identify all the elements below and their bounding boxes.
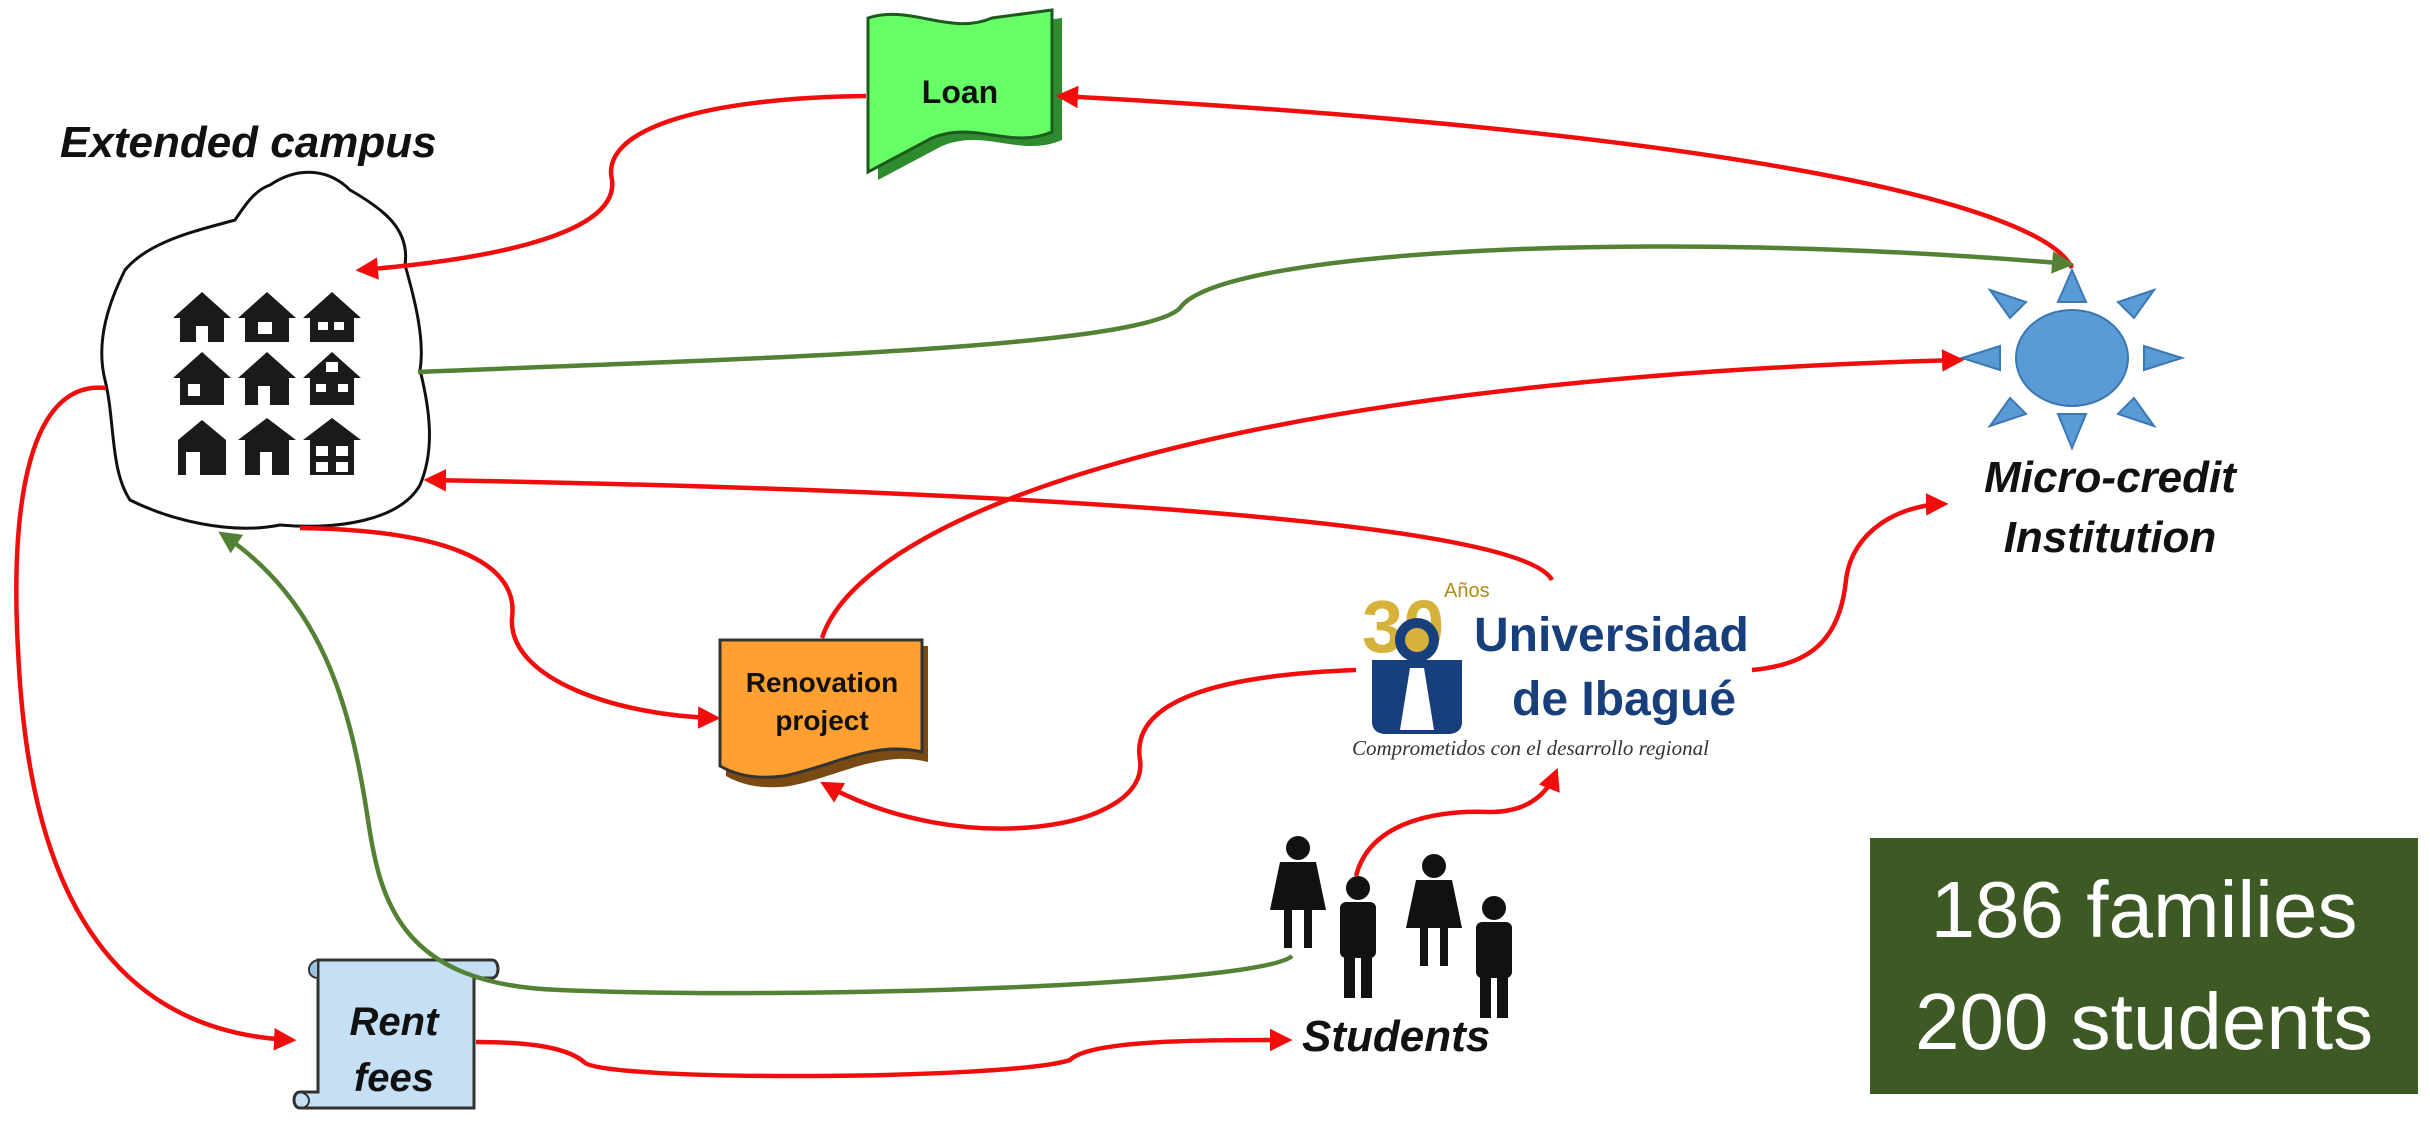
- rent-fees-node: [292, 958, 500, 1110]
- arrow-students-to-campus: [218, 531, 1294, 996]
- arrow-university-to-campus: [423, 469, 1554, 582]
- extended-campus-node: [100, 170, 431, 530]
- arrow-students-to-university: [1353, 767, 1560, 877]
- students-people-icon: [1270, 836, 1512, 1018]
- renovation-box-shape: [718, 638, 924, 779]
- house-icon: [303, 292, 361, 342]
- arrow-campus-to-microcredit: [417, 244, 2075, 375]
- house-icon: [238, 418, 296, 475]
- loan-banner-shape: [866, 8, 1054, 175]
- flow-arrows: [14, 85, 2075, 1079]
- university-logo-emblem: 30: [1362, 585, 1462, 734]
- arrow-campus-to-renovation: [299, 525, 721, 729]
- loan-label: Loan: [921, 74, 999, 110]
- woman-icon: [1270, 836, 1326, 948]
- rent-scroll-shape: [292, 958, 500, 1110]
- arrow-microcredit-to-loan: [1055, 85, 2075, 269]
- house-icon: [173, 292, 231, 342]
- families-count-label: 186 families: [1930, 865, 2358, 954]
- house-icon: [303, 352, 361, 405]
- extended-campus-label: Extended campus: [60, 118, 437, 167]
- arrow-loan-to-campus: [355, 93, 867, 280]
- renovation-project-node: [718, 638, 928, 788]
- renovation-project-label: Renovation project: [724, 664, 920, 740]
- university-name-line2: de Ibagué: [1512, 673, 1737, 726]
- house-icon: [238, 352, 296, 405]
- stats-box: 186 families 200 students: [1870, 838, 2418, 1094]
- houses-icon-grid: [173, 292, 361, 475]
- renovation-label-line1: Renovation: [745, 667, 899, 698]
- arrow-rent-to-students: [475, 1028, 1293, 1079]
- university-years-label: Años: [1444, 580, 1490, 602]
- man-icon: [1340, 876, 1376, 998]
- arrow-university-to-renovation: [820, 667, 1357, 831]
- renovation-label-line2: project: [775, 705, 869, 736]
- rent-label-line2: fees: [353, 1056, 435, 1100]
- rent-fees-label: Rent fees: [314, 994, 474, 1106]
- students-label: Students: [1302, 1012, 1491, 1061]
- house-icon: [238, 292, 296, 342]
- house-icon: [303, 418, 361, 475]
- house-icon: [173, 352, 231, 405]
- micro-credit-label: Micro-credit Institution: [1960, 448, 2260, 568]
- university-tagline: Comprometidos con el desarrollo regional: [1352, 736, 1709, 760]
- micro-credit-label-line2: Institution: [2003, 513, 2217, 562]
- rent-label-line1: Rent: [349, 1000, 439, 1044]
- man-icon: [1476, 896, 1512, 1018]
- woman-icon: [1406, 854, 1462, 966]
- house-icon: [178, 420, 226, 475]
- micro-credit-sun-icon: [1958, 267, 2186, 451]
- arrow-renovation-to-microcredit: [819, 349, 1965, 639]
- micro-credit-label-line1: Micro-credit: [1984, 453, 2236, 502]
- loan-node: [866, 8, 1062, 180]
- university-name-line1: Universidad: [1474, 609, 1749, 662]
- arrow-university-to-microcredit: [1751, 493, 1949, 673]
- arrow-campus-to-rent: [14, 385, 297, 1051]
- students-count-label: 200 students: [1914, 977, 2374, 1066]
